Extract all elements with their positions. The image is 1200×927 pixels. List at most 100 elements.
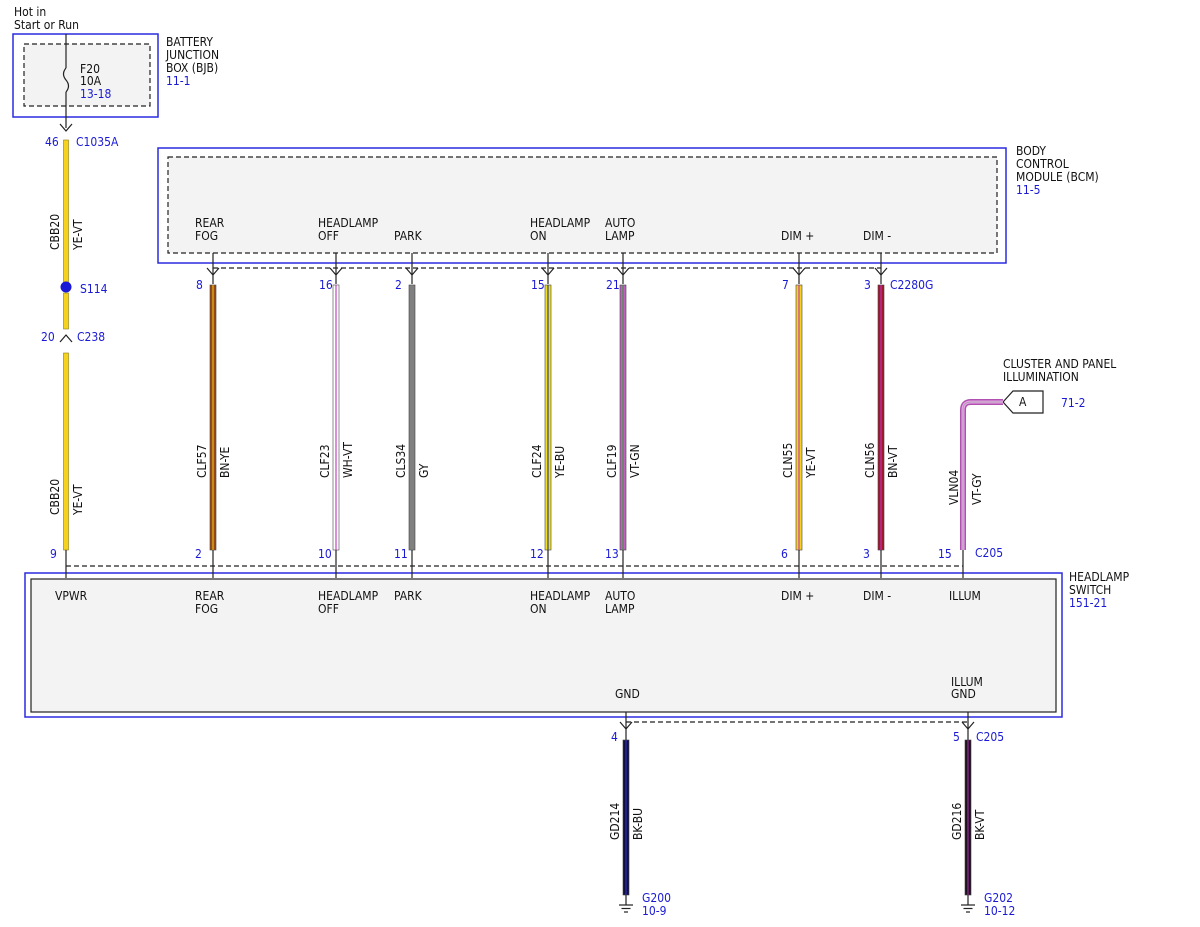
illum-wire-tracer bbox=[962, 401, 1003, 550]
bcm-pin-dim-minus: 3 bbox=[864, 278, 871, 292]
switch-illum-gnd-label-1: ILLUM bbox=[951, 675, 983, 689]
switch-pin-label-park: PARK bbox=[394, 589, 423, 603]
illum-circuit: CLUSTER AND PANEL ILLUMINATION A 71-2 VL… bbox=[938, 357, 1116, 603]
illum-title-1: CLUSTER AND PANEL bbox=[1003, 357, 1116, 371]
bcm-pin-label-auto-lamp: AUTO bbox=[605, 216, 635, 230]
bjb-ref[interactable]: 11-1 bbox=[166, 74, 191, 88]
vpwr-color-2: YE-VT bbox=[71, 484, 85, 516]
c238-pin: 20 bbox=[41, 330, 55, 344]
illum-ref[interactable]: 71-2 bbox=[1061, 396, 1086, 410]
switch-pin-park: 11 bbox=[394, 547, 408, 561]
illum-color: VT-GY bbox=[970, 473, 984, 505]
switch-pin-label2-auto-lamp: LAMP bbox=[605, 602, 635, 616]
ground-name-illum-gnd[interactable]: G202 bbox=[984, 891, 1013, 905]
bjb-terminal-arrow bbox=[59, 123, 73, 132]
vpwr-wire-upper[interactable] bbox=[63, 139, 69, 283]
splice-name[interactable]: S114 bbox=[80, 282, 108, 296]
splice-dot[interactable] bbox=[60, 281, 72, 293]
headlamp-switch-box bbox=[24, 572, 1063, 718]
bcm-box bbox=[157, 147, 1007, 264]
bcm-connector-name[interactable]: C2280G bbox=[890, 278, 933, 292]
bcm-title-2: CONTROL bbox=[1016, 157, 1069, 171]
switch-gnd-label: GND bbox=[615, 687, 640, 701]
circuit-dim-plus: CLN55 bbox=[781, 443, 795, 478]
bjb-title-2: JUNCTION bbox=[165, 48, 219, 62]
bjb-inner bbox=[23, 43, 151, 107]
color-dim-minus: BN-VT bbox=[886, 445, 900, 478]
bcm-pin-headlamp-off: 16 bbox=[319, 278, 333, 292]
bcm-pin-label2-headlamp-off: OFF bbox=[318, 229, 339, 243]
headlamp-switch-inner bbox=[30, 578, 1057, 713]
color-headlamp-on: YE-BU bbox=[553, 446, 567, 479]
fuse-symbol bbox=[62, 67, 70, 93]
bcm-ref[interactable]: 11-5 bbox=[1016, 183, 1041, 197]
ground-ref-gnd[interactable]: 10-9 bbox=[642, 904, 667, 918]
color-headlamp-off: WH-VT bbox=[341, 442, 355, 478]
bcm-title-3: MODULE (BCM) bbox=[1016, 170, 1099, 184]
bcm-title-1: BODY bbox=[1016, 144, 1046, 158]
bcm-pin-label-park: PARK bbox=[394, 229, 423, 243]
bcm-pin-headlamp-on: 15 bbox=[531, 278, 545, 292]
circuit-headlamp-on: CLF24 bbox=[530, 444, 544, 478]
switch-pin-dim-plus: 6 bbox=[781, 547, 788, 561]
bcm-pin-dim-plus: 7 bbox=[782, 278, 789, 292]
switch-ref[interactable]: 151-21 bbox=[1069, 596, 1107, 610]
fuse-ref[interactable]: 13-18 bbox=[80, 87, 111, 101]
bcm-terminal-arrow-dim-plus bbox=[792, 267, 806, 276]
vpwr-circuit-2: CBB20 bbox=[48, 479, 62, 515]
ground-color-gnd: BK-BU bbox=[631, 808, 645, 840]
c238-terminal-arrow bbox=[59, 334, 73, 343]
color-auto-lamp: VT-GN bbox=[628, 444, 642, 478]
ground-pin-illum-gnd: 5 bbox=[953, 730, 960, 744]
switch-pin-label-headlamp-off: HEADLAMP bbox=[318, 589, 379, 603]
vpwr-wire-lower[interactable] bbox=[63, 352, 69, 551]
switch-pin-label-rear-fog: REAR bbox=[195, 589, 225, 603]
vpwr-circuit-1: CBB20 bbox=[48, 214, 62, 250]
illum-offpage-flag[interactable] bbox=[1002, 390, 1044, 414]
circuit-rear-fog: CLF57 bbox=[195, 445, 209, 479]
vpwr-circuit: 46 C1035A CBB20 YE-VT S114 20 C238 CBB20… bbox=[41, 123, 119, 603]
switch-pin-label-headlamp-on: HEADLAMP bbox=[530, 589, 591, 603]
ground-ref-illum-gnd[interactable]: 10-12 bbox=[984, 904, 1015, 918]
switch-pin-headlamp-off: 10 bbox=[318, 547, 332, 561]
bcm-pin-label-headlamp-off: HEADLAMP bbox=[318, 216, 379, 230]
c238-connector-name[interactable]: C238 bbox=[77, 330, 105, 344]
ground-connector-illum-gnd[interactable]: C205 bbox=[976, 730, 1004, 744]
color-park: GY bbox=[417, 463, 431, 478]
ground-circuit-gnd: GD214 bbox=[608, 803, 622, 840]
switch-title-1: HEADLAMP bbox=[1069, 570, 1130, 584]
fuse-name: F20 bbox=[80, 62, 100, 76]
bcm-terminal-arrow-headlamp-off bbox=[329, 267, 343, 276]
vpwr-wire-splice[interactable] bbox=[63, 292, 69, 330]
bcm-pin-rear-fog: 8 bbox=[196, 278, 203, 292]
illum-flag-letter: A bbox=[1019, 395, 1027, 409]
switch-title-2: SWITCH bbox=[1069, 583, 1111, 597]
ground-terminal-arrow-illum-gnd bbox=[961, 721, 975, 730]
bjb-pin: 46 bbox=[45, 135, 59, 149]
color-dim-plus: YE-VT bbox=[804, 447, 818, 479]
ground-terminal-arrow-gnd bbox=[619, 721, 633, 730]
bjb-connector-name[interactable]: C1035A bbox=[76, 135, 119, 149]
bcm-terminal-arrow-headlamp-on bbox=[541, 267, 555, 276]
circuit-headlamp-off: CLF23 bbox=[318, 445, 332, 479]
switch-pin-headlamp-on: 12 bbox=[530, 547, 544, 561]
bcm-pin-label-dim-minus: DIM - bbox=[863, 229, 891, 243]
bcm-pin-label2-auto-lamp: LAMP bbox=[605, 229, 635, 243]
ground-name-gnd[interactable]: G200 bbox=[642, 891, 671, 905]
switch-pin-auto-lamp: 13 bbox=[605, 547, 619, 561]
bcm-terminal-arrow-dim-minus bbox=[874, 267, 888, 276]
switch-pin-label2-headlamp-off: OFF bbox=[318, 602, 339, 616]
switch-pin-label2-headlamp-on: ON bbox=[530, 602, 547, 616]
ground-color-illum-gnd: BK-VT bbox=[973, 809, 987, 840]
illum-switch-label: ILLUM bbox=[949, 589, 981, 603]
switch-connector-name[interactable]: C205 bbox=[975, 546, 1003, 560]
bcm-terminal-arrow-auto-lamp bbox=[616, 267, 630, 276]
bcm-pin-label2-headlamp-on: ON bbox=[530, 229, 547, 243]
